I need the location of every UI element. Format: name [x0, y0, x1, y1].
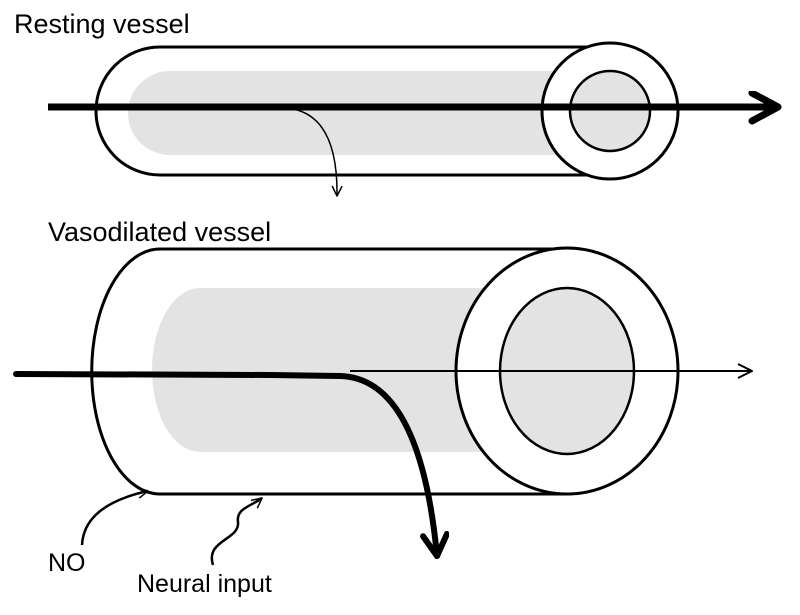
no-label: NO [48, 549, 86, 577]
dilated-flow-arrow-main [13, 371, 437, 559]
resting-vessel-lumen [128, 71, 610, 155]
dilated-vessel-title: Vasodilated vessel [48, 217, 271, 247]
no-pointer-arrow [80, 487, 149, 546]
resting-vessel: Resting vessel [14, 9, 778, 197]
neural-input-pointer-arrow [210, 496, 263, 566]
resting-branch-arrow [292, 108, 343, 197]
neural-input-label: Neural input [137, 570, 272, 598]
resting-vessel-title: Resting vessel [14, 9, 190, 39]
dilated-vessel: Vasodilated vessel NO Neural input [13, 217, 753, 598]
resting-vessel-end-lumen [568, 69, 652, 153]
